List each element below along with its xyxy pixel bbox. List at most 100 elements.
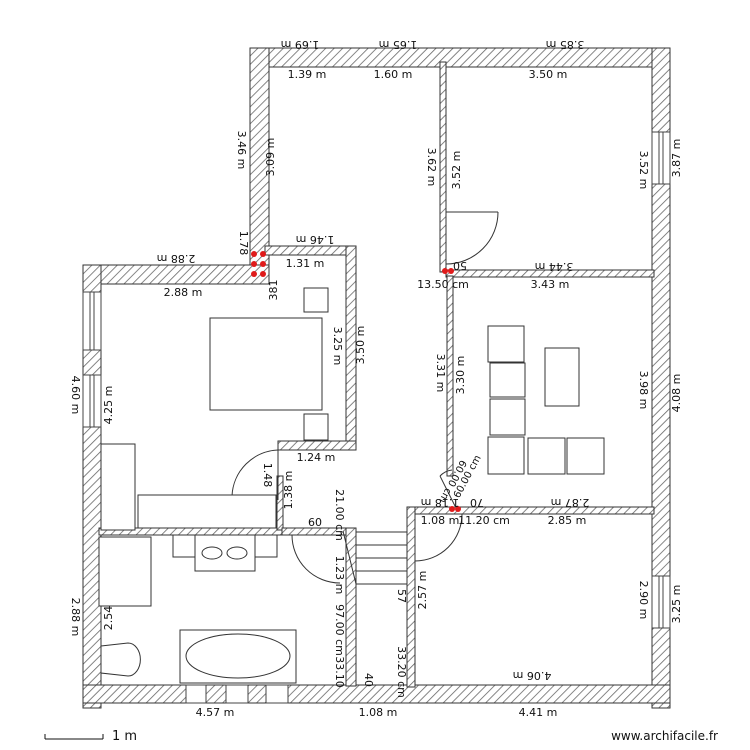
dim-top-right-int: 3.50 m [529,68,568,81]
dim-bedroom-door-a: 1.48 [261,463,274,488]
scale-bar-label: 1 m [112,729,137,744]
window-bottom-b [225,684,249,704]
vanity-left [172,534,196,558]
dim-top-mid-ext: 1.65 m [379,38,418,51]
dim-lower-right-right-ext: 3.25 m [670,585,683,624]
wardrobe-side [100,443,136,531]
dimension-labels: 1.69 m 1.65 m 3.85 m 1.39 m 1.60 m 3.50 … [69,38,683,719]
window-bottom-a [185,684,207,704]
dim-corridor-d: 33.10 [333,656,346,688]
dim-bedroom-left-ext: 4.60 m [69,376,82,415]
dim-bedroom-top-ext: 2.88 m [157,252,196,265]
red-marks [251,251,461,512]
dim-top-left-ext: 1.69 m [281,38,320,51]
dim-living-right-int: 3.98 m [637,371,650,410]
dim-corridor-b: 1.23 m [333,556,346,595]
sofa-seat-4 [487,436,525,475]
sofa-seat-2 [489,362,526,398]
sofa-seat-5 [527,437,566,475]
toilet [100,642,141,677]
dim-mid-bottom-d: 70 [470,496,484,509]
bed [209,317,323,411]
dim-corridor-g: 40 [362,673,375,687]
dim-bedroom-left-int: 4.25 m [102,386,115,425]
dim-top-right-ext: 3.85 m [546,38,585,51]
wall-bedroom-bottom-right [277,440,357,451]
dim-lower-right-top-int: 2.85 m [548,514,587,527]
dim-living-top-int: 3.43 m [531,278,570,291]
window-left-a [82,291,102,351]
windows [82,131,671,704]
dim-bottom-mid: 1.08 m [359,706,398,719]
dim-bedroom-bottom: 1.24 m [297,451,336,464]
dim-living-left-ext: 3.31 m [434,354,447,393]
wall-bedroom-top [82,264,270,285]
dim-mid-right-wall: 3.52 m [450,151,463,190]
coffee-table [544,347,580,407]
dim-left-corridor-int: 3.09 m [264,138,277,177]
dim-corridor-e: 33.20 cm [395,646,408,698]
dim-bedroom-door-b: 1.38 m [282,471,295,510]
wall-alcove-top [264,245,356,256]
wall-right-upper [651,47,671,709]
wardrobe-bottom [137,494,277,529]
wall-living-left [446,275,454,477]
dim-mid-bottom-b: 1.08 m [421,514,460,527]
dim-bottom-right: 4.41 m [519,706,558,719]
dim-bath-left-int: 2.54 [102,606,115,631]
dim-bedroom-top-int: 2.88 m [164,286,203,299]
window-bottom-c [265,684,289,704]
dim-bottom-left: 4.57 m [196,706,235,719]
dim-lower-right-left-int: 2.57 m [416,571,429,610]
nightstand-top [303,287,329,313]
wall-bottom [82,684,671,704]
doors [231,211,499,584]
dim-living-top-ext: 3.44 m [535,260,574,273]
bathtub [185,633,291,679]
wall-bedroom-bottom-left [276,475,284,531]
dim-mid-left-wall: 3.62 m [425,148,438,187]
dim-mid-bottom-c: 11.20 cm [458,514,510,527]
site-watermark: www.archifacile.fr [611,729,718,743]
window-right-lower [651,575,671,629]
wall-corridor-right [345,527,357,687]
dim-alcove-int: 1.31 m [286,257,325,270]
dim-top-mid-int: 1.60 m [374,68,413,81]
dim-corridor-f: 57 [395,589,408,603]
dim-corridor-c: 97.00 cm [333,604,346,656]
dim-living-top-small: 50 [453,259,467,272]
bath-cabinet [98,536,152,607]
sink-right [226,546,248,560]
sofa-seat-3 [489,398,526,436]
nightstand-bottom [303,413,329,441]
dim-alcove-small-a: 1.78 [237,231,250,256]
door-corridor [291,534,341,584]
dim-left-corridor-ext: 3.46 m [235,131,248,170]
door-living-diagonal [439,469,456,507]
dim-top-left-int: 1.39 m [288,68,327,81]
dim-bath-top: 60 [308,516,322,529]
dim-lower-right-right-int: 2.90 m [637,581,650,620]
dim-bedroom-right-int: 3.25 m [331,327,344,366]
dim-lower-right-top-ext: 2.87 m [551,496,590,509]
sink-left [201,546,223,560]
dim-living-right-ext: 4.08 m [670,374,683,413]
dim-living-top-gap: 13.50 cm [417,278,469,291]
dim-mid-bottom-a: 1.18 m [421,496,460,509]
furniture [98,287,605,684]
dim-alcove-ext: 1.46 m [296,233,335,246]
window-left-b [82,374,102,428]
scale-bar [44,734,104,740]
wall-mid-vertical-upper [439,61,447,273]
sofa-seat-6 [566,437,605,475]
dim-right-room-int: 3.52 m [637,151,650,190]
dim-bedroom-right-ext: 3.50 m [354,326,367,365]
wall-lower-right-left [406,506,416,688]
dim-living-left-int: 3.30 m [454,356,467,395]
vanity-right [254,534,278,558]
door-lower-right [414,513,463,562]
window-right-upper [651,131,671,185]
dim-right-room-ext: 3.87 m [670,139,683,178]
door-bedroom [231,449,279,500]
